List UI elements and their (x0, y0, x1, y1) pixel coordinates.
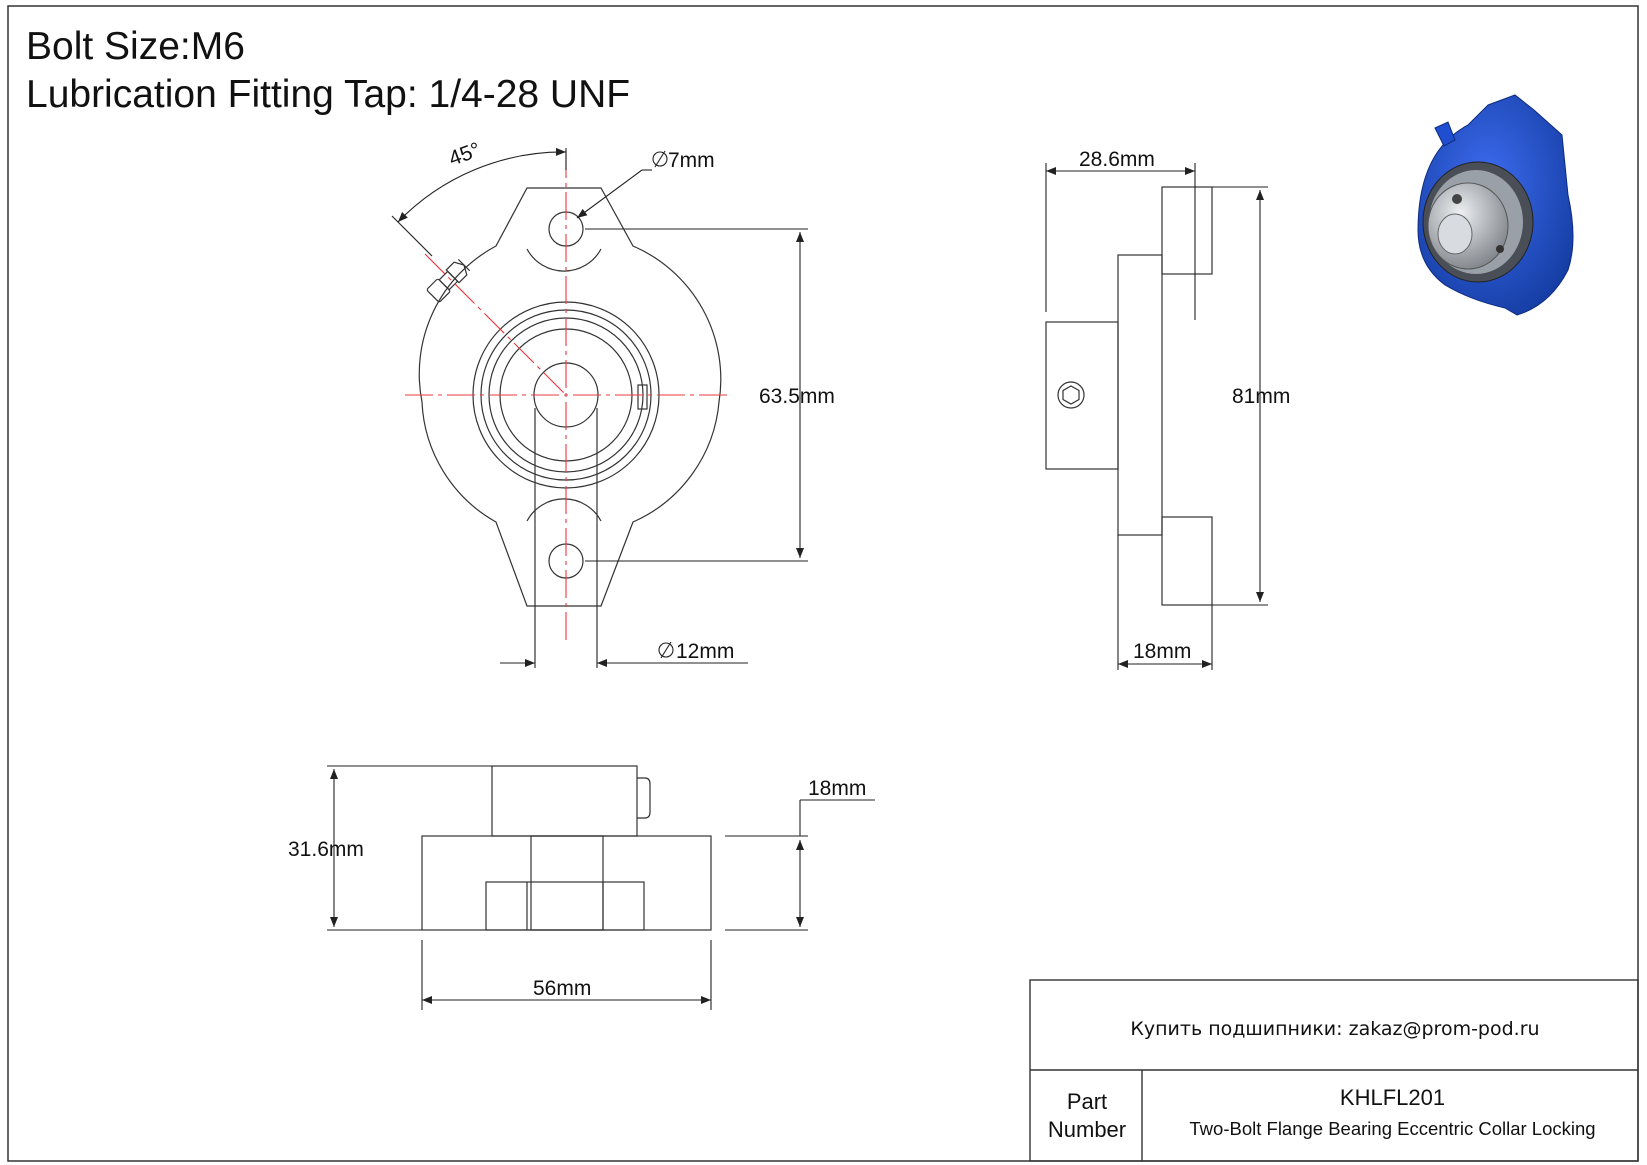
bottom-notch (526, 498, 602, 522)
side-height-label: 81mm (1232, 385, 1290, 408)
angle-label: 45° (446, 138, 484, 170)
bottom-set-screw (637, 777, 651, 819)
base-height-label: 18mm (808, 777, 866, 800)
bottom-collar (491, 765, 638, 837)
bolt-hole-label: 7mm (668, 149, 715, 172)
bolt-hole-leader (576, 169, 643, 219)
bottom-view (421, 765, 712, 931)
front-flange-outline (418, 187, 722, 607)
bottom-inner-base (485, 881, 645, 931)
side-flange-top (1161, 186, 1213, 275)
bearing-3d-render (1417, 94, 1574, 316)
side-thickness-label: 18mm (1133, 640, 1191, 663)
angle-arc (397, 147, 567, 223)
side-width-label: 28.6mm (1079, 148, 1155, 171)
contact-text: Купить подшипники: zakaz@prom-pod.ru (1130, 1018, 1540, 1040)
part-description: Two-Bolt Flange Bearing Eccentric Collar… (1189, 1118, 1596, 1139)
sheet-border (7, 5, 1639, 1162)
part-number-value: KHLFL201 (1339, 1085, 1446, 1110)
top-notch (526, 248, 602, 272)
render-bore (1437, 213, 1473, 255)
grease-fitting (426, 258, 471, 303)
bottom-base (421, 835, 712, 931)
bottom-width-label: 56mm (533, 977, 591, 1000)
side-collar (1045, 321, 1119, 470)
side-dimensions (1045, 163, 1268, 670)
bore-dim-label: 12mm (658, 640, 734, 663)
side-set-screw (1057, 381, 1085, 409)
set-screw-slot (637, 384, 648, 410)
side-flange-bottom (1161, 516, 1213, 606)
title-block (1029, 979, 1639, 1162)
bottom-center-block (530, 835, 604, 931)
bolt-size-heading: Bolt Size:M6 (26, 25, 245, 68)
total-height-label: 31.6mm (288, 838, 364, 861)
bore-label: 12mm (676, 640, 734, 663)
side-view (1045, 186, 1213, 606)
bottom-dimensions (327, 765, 875, 1010)
front-dimensions (391, 147, 808, 667)
side-housing (1117, 254, 1163, 536)
lubrication-heading: Lubrication Fitting Tap: 1/4-28 UNF (26, 73, 631, 116)
front-view (418, 187, 722, 668)
bolt-hole-dim-label: 7mm (652, 149, 715, 172)
front-centerlines (405, 150, 728, 640)
bolt-spacing-label: 63.5mm (759, 385, 835, 408)
